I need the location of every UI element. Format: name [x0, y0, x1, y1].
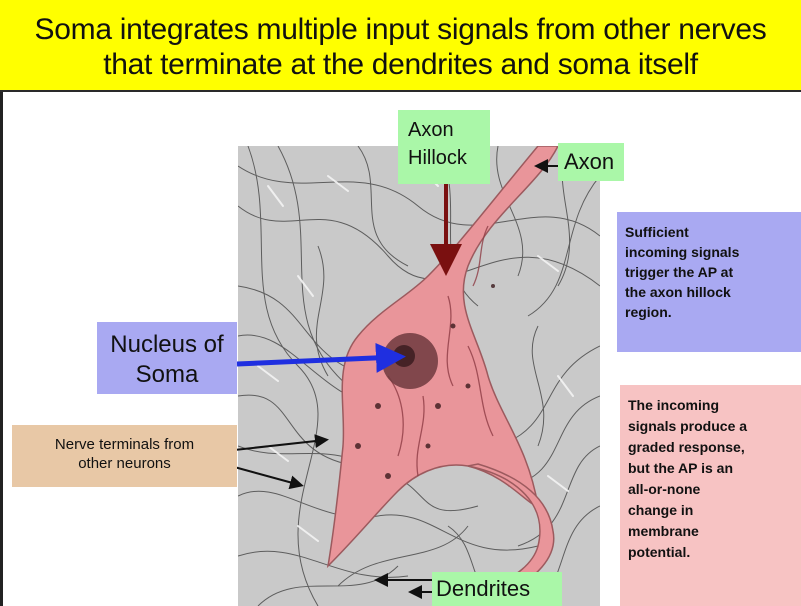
note-line: region.: [625, 302, 801, 322]
note-line: change in: [628, 500, 801, 521]
note-line: membrane: [628, 521, 801, 542]
title-line-2: that terminate at the dendrites and soma…: [0, 47, 801, 82]
nerve-terminals-label-line: Nerve terminals from: [12, 435, 237, 454]
neuron-micrograph: [238, 146, 600, 606]
axon-hillock-label-line: Hillock: [408, 144, 490, 172]
title-banner: Soma integrates multiple input signals f…: [0, 0, 801, 92]
note-line: graded response,: [628, 437, 801, 458]
note-line: potential.: [628, 542, 801, 563]
nucleus-label-line: Nucleus of: [97, 330, 237, 360]
nucleolus-shape: [393, 345, 415, 367]
neuron-micrograph-drawing: [238, 146, 600, 606]
note-line: all-or-none: [628, 479, 801, 500]
note-line: The incoming: [628, 395, 801, 416]
note-line: but the AP is an: [628, 458, 801, 479]
axon-hillock-label-line: Axon: [408, 116, 490, 144]
axon-label: Axon: [558, 143, 624, 181]
graded-response-note: The incoming signals produce a graded re…: [620, 385, 801, 606]
note-line: the axon hillock: [625, 282, 801, 302]
nucleus-label-line: Soma: [97, 360, 237, 390]
title-line-1: Soma integrates multiple input signals f…: [0, 12, 801, 47]
slide-left-border: [0, 92, 3, 606]
nerve-terminals-label-line: other neurons: [12, 454, 237, 473]
note-line: trigger the AP at: [625, 262, 801, 282]
note-line: incoming signals: [625, 242, 801, 262]
nerve-terminals-label: Nerve terminals from other neurons: [12, 425, 237, 487]
nucleus-label: Nucleus of Soma: [97, 322, 237, 394]
dendrites-label: Dendrites: [432, 572, 562, 606]
neuron-cell-body: [328, 146, 558, 566]
sufficient-signals-note: Sufficient incoming signals trigger the …: [617, 212, 801, 352]
note-line: signals produce a: [628, 416, 801, 437]
note-line: Sufficient: [625, 222, 801, 242]
axon-hillock-label: Axon Hillock: [398, 110, 490, 184]
